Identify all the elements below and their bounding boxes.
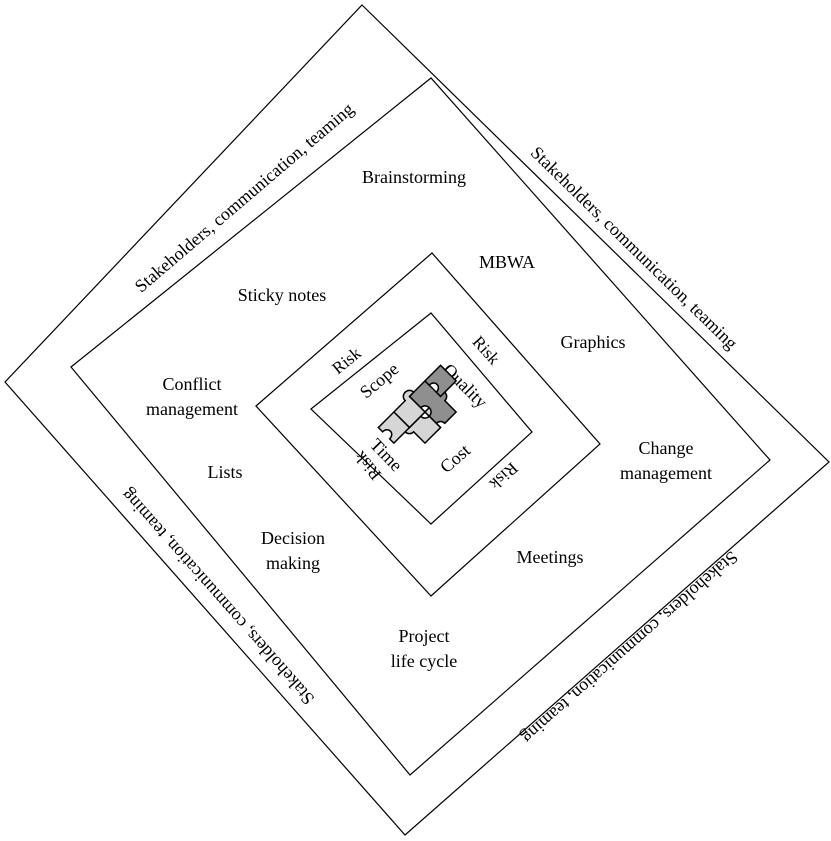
core-label-cost: Cost: [436, 440, 474, 477]
puzzle-piece-upper: [423, 364, 458, 398]
label-change-management-line1: Change: [639, 438, 694, 458]
puzzle-piece-bottom: [377, 410, 411, 445]
risk-label-bottom-right: Risk: [485, 459, 521, 494]
risk-square-frame: [255, 252, 601, 597]
label-change-management-line2: management: [620, 463, 712, 483]
outer-text-top-right: Stakeholders, communication, teaming: [527, 142, 742, 353]
label-conflict-management-line2: management: [146, 399, 238, 419]
label-mbwa: MBWA: [479, 252, 535, 272]
label-conflict-management-line1: Conflict: [163, 374, 222, 394]
label-lists: Lists: [207, 462, 242, 482]
label-graphics: Graphics: [561, 332, 626, 352]
label-meetings: Meetings: [517, 547, 584, 567]
outer-diamond-frame: [4, 4, 830, 836]
label-sticky-notes: Sticky notes: [238, 285, 327, 305]
label-brainstorming: Brainstorming: [362, 167, 466, 187]
label-decision-making-line1: Decision: [261, 528, 325, 548]
label-project-life-cycle-line2: life cycle: [391, 651, 457, 671]
outer-text-bottom-right: Stakeholders, communication, teaming: [518, 547, 742, 747]
core-square-frame: [310, 312, 533, 525]
label-decision-making-line2: making: [266, 553, 320, 573]
puzzle-icon: [377, 364, 458, 445]
core-label-scope: Scope: [356, 359, 403, 403]
label-project-life-cycle-line1: Project: [399, 626, 450, 646]
risk-label-top-left: Risk: [328, 343, 365, 378]
outer-text-top-left: Stakeholders, communication, teaming: [131, 99, 358, 297]
outer-text-bottom-left: Stakeholders, communication, teaming: [117, 485, 318, 709]
middle-square-frame: [70, 77, 771, 776]
